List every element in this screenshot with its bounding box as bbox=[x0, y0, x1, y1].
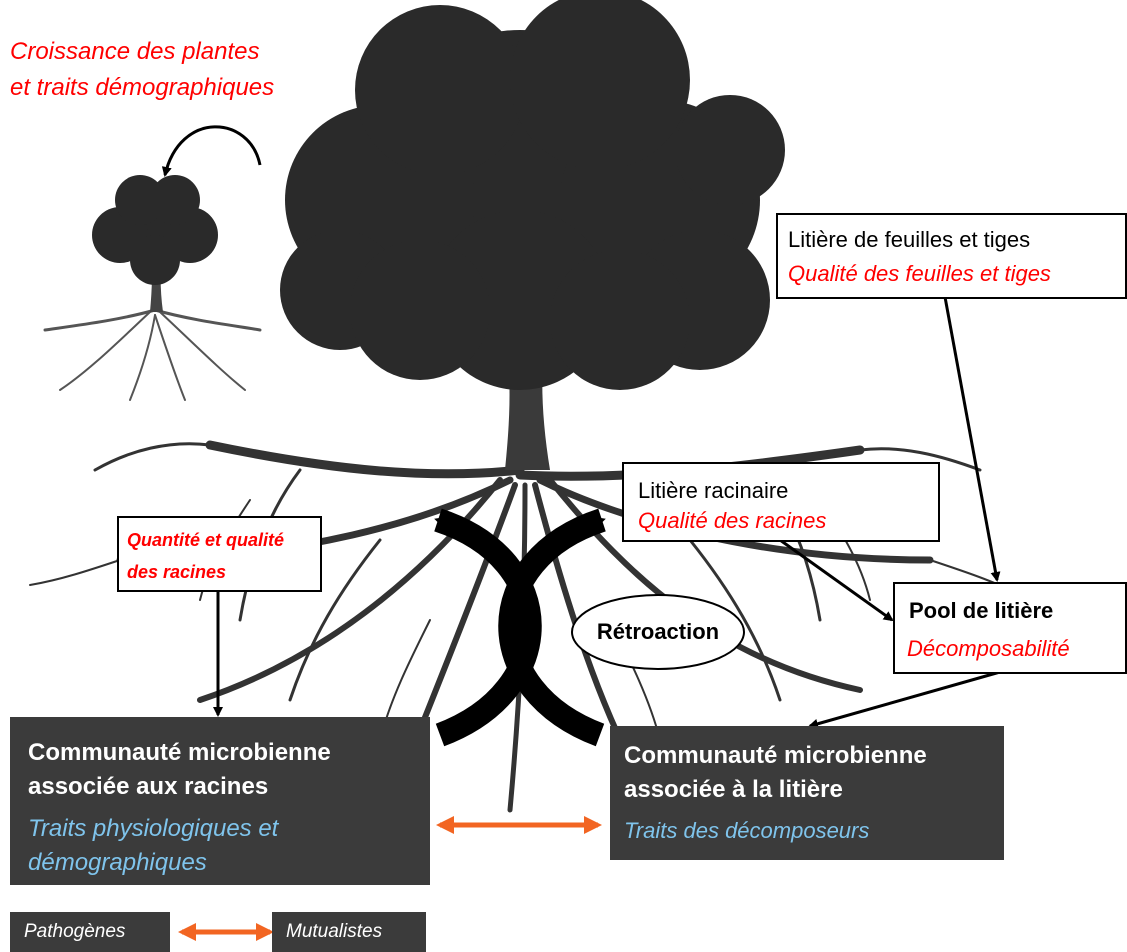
litter-microbes-line2: associée à la litière bbox=[624, 776, 843, 803]
root-microbes-box: Communauté microbienne associée aux raci… bbox=[10, 717, 430, 885]
root-microbes-line2: associée aux racines bbox=[28, 773, 269, 800]
feedback-label: Rétroaction bbox=[596, 619, 720, 644]
root-quantity-line1: Quantité et qualité bbox=[127, 530, 285, 550]
feedback-arcs bbox=[434, 508, 606, 747]
arrow-root-litter-to-pool bbox=[779, 538, 894, 622]
leaf-litter-quality: Qualité des feuilles et tiges bbox=[788, 261, 1051, 286]
root-litter-quality: Qualité des racines bbox=[638, 508, 827, 533]
root-microbes-traits1: Traits physiologiques et bbox=[28, 815, 279, 842]
legend-mutualists-box: Mutualistes bbox=[272, 912, 426, 952]
legend-pathogens-label: Pathogènes bbox=[24, 921, 126, 942]
leaf-litter-title: Litière de feuilles et tiges bbox=[788, 227, 1031, 252]
root-litter-box: Litière racinaire Qualité des racines bbox=[622, 462, 940, 542]
legend-pathogens-box: Pathogènes bbox=[10, 912, 170, 952]
litter-pool-title: Pool de litière bbox=[909, 598, 1054, 623]
litter-microbes-box: Communauté microbienne associée à la lit… bbox=[610, 726, 1004, 860]
root-litter-title: Litière racinaire bbox=[638, 478, 789, 503]
leaf-litter-box: Litière de feuilles et tiges Qualité des… bbox=[776, 213, 1127, 299]
small-tree-icon bbox=[43, 175, 262, 401]
litter-pool-sub: Décomposabilité bbox=[907, 636, 1070, 661]
root-microbes-line1: Communauté microbienne bbox=[28, 739, 331, 766]
arrow-leaf-litter-to-pool bbox=[943, 296, 1001, 582]
litter-microbes-line1: Communauté microbienne bbox=[624, 742, 927, 769]
litter-pool-box: Pool de litière Décomposabilité bbox=[893, 582, 1127, 674]
growth-label-line2: et traits démographiques bbox=[10, 74, 275, 101]
growth-label-line1: Croissance des plantes bbox=[10, 38, 260, 65]
root-quantity-box: Quantité et qualité des racines bbox=[117, 516, 322, 592]
large-tree-canopy-icon bbox=[280, 0, 785, 390]
growth-curved-arrow bbox=[161, 125, 262, 177]
litter-microbes-traits: Traits des décomposeurs bbox=[624, 818, 870, 843]
arrow-pool-to-litter-microbes bbox=[808, 670, 1001, 729]
root-quantity-line2: des racines bbox=[127, 562, 227, 582]
legend-mutualists-label: Mutualistes bbox=[286, 921, 383, 942]
feedback-ellipse bbox=[571, 594, 745, 670]
root-microbes-traits2: démographiques bbox=[28, 849, 207, 876]
